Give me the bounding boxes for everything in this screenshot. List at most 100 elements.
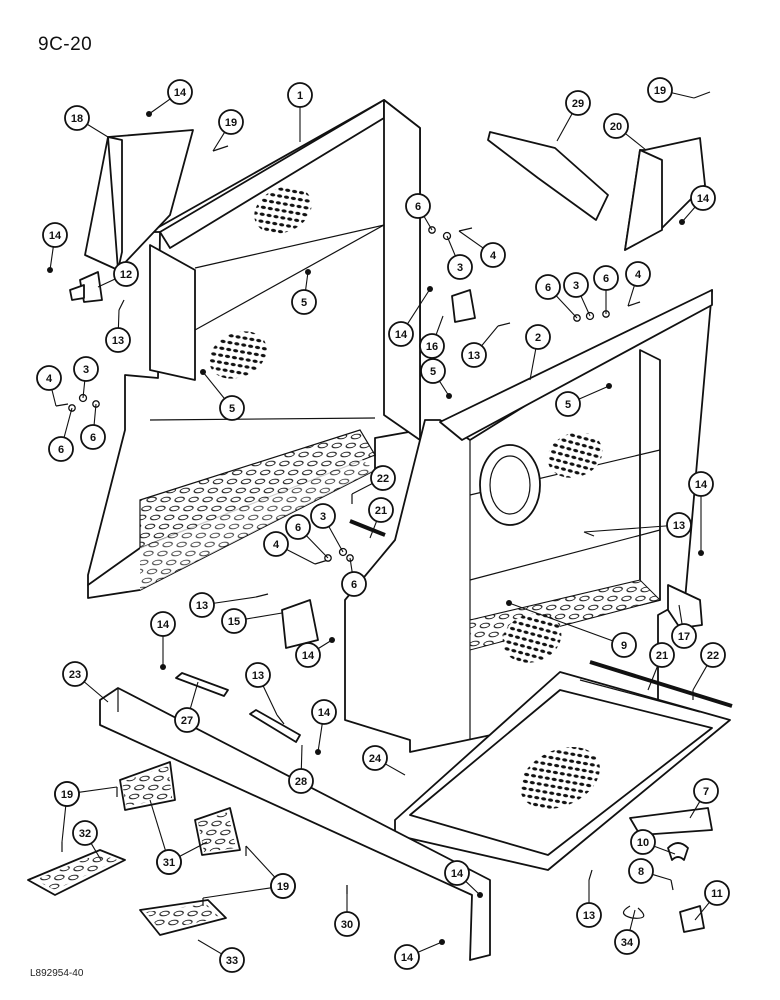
callout-circle (54, 781, 80, 807)
callout-c24: 24 (362, 745, 406, 776)
callout-number: 32 (79, 828, 91, 840)
callout-c6d: 6 (48, 407, 74, 462)
callout-number: 3 (573, 280, 579, 292)
callout-c14g: 14 (295, 639, 333, 668)
leader-line (654, 845, 676, 855)
callout-c19b: 19 (647, 77, 695, 103)
callout-circle (311, 699, 337, 725)
leader-line (556, 113, 573, 142)
callout-number: 12 (120, 269, 132, 281)
callout-c14a: 14 (148, 79, 193, 115)
leader-line (629, 909, 636, 931)
callout-c6e: 6 (80, 403, 106, 450)
leader-line (61, 805, 67, 843)
callout-number: 14 (174, 87, 187, 99)
callout-number: 13 (468, 350, 480, 362)
callout-number: 5 (301, 297, 307, 309)
leader-line (349, 557, 353, 573)
leader-line (305, 271, 309, 291)
callout-c4d: 4 (263, 531, 316, 565)
callout-number: 14 (695, 479, 708, 491)
callout-circle (370, 465, 396, 491)
callout-c19d: 19 (54, 781, 80, 843)
callout-circle (611, 632, 637, 658)
callout-circle (310, 503, 336, 529)
callout-c28: 28 (288, 744, 314, 794)
leader-line (369, 520, 378, 539)
callout-c29: 29 (556, 90, 591, 142)
callout-circle (270, 873, 296, 899)
callout-c3b: 3 (563, 272, 591, 317)
callout-circle (630, 829, 656, 855)
callout-circle (62, 661, 88, 687)
callout-c13f: 13 (576, 880, 602, 928)
callout-c32: 32 (72, 820, 102, 861)
callout-number: 17 (678, 631, 690, 643)
callout-c22b: 22 (692, 642, 726, 691)
callout-circle (690, 185, 716, 211)
leader-line (86, 123, 109, 138)
callout-c20: 20 (603, 113, 647, 151)
part-11-clamp (679, 905, 705, 933)
leader-line (300, 744, 303, 770)
callout-number: 14 (395, 329, 408, 341)
leader-line (286, 548, 316, 565)
callout-c3c: 3 (73, 356, 99, 399)
callout-number: 22 (707, 650, 719, 662)
callout-c13d: 13 (189, 592, 257, 618)
callout-number: 3 (457, 262, 463, 274)
leader-line (317, 723, 323, 753)
callout-number: 5 (430, 366, 436, 378)
callout-circle (649, 642, 675, 668)
callout-circle (405, 193, 431, 219)
leader-line (317, 639, 333, 650)
callout-number: 14 (451, 868, 464, 880)
callout-number: 9 (621, 640, 627, 652)
callout-c21b: 21 (647, 642, 675, 691)
callout-number: 8 (638, 866, 644, 878)
callout-c8: 8 (628, 858, 672, 884)
leader-line (51, 389, 57, 407)
leader-line (93, 403, 97, 426)
callout-number: 11 (711, 888, 723, 900)
leader-line (262, 685, 278, 716)
callout-c18: 18 (64, 105, 109, 138)
callout-circle (113, 261, 139, 287)
callout-number: 22 (377, 473, 389, 485)
fasteners (47, 91, 711, 945)
callout-circle (388, 321, 414, 347)
leader-line (149, 799, 167, 851)
callout-number: 14 (697, 193, 710, 205)
callout-group: 1233334444555566666667891011121313131313… (36, 77, 730, 973)
callout-number: 13 (252, 670, 264, 682)
callout-number: 34 (621, 937, 634, 949)
leader-line (90, 843, 102, 861)
callout-circle (156, 849, 182, 875)
callout-circle (105, 327, 131, 353)
callout-circle (461, 342, 487, 368)
part-21-rod-lower (589, 660, 733, 708)
callout-number: 13 (583, 910, 595, 922)
callout-number: 5 (565, 399, 571, 411)
callout-circle (576, 902, 602, 928)
callout-circle (189, 592, 215, 618)
callout-number: 5 (229, 403, 235, 415)
leader-line (82, 380, 86, 399)
callout-c30: 30 (334, 885, 360, 937)
callout-c13b: 13 (461, 325, 499, 368)
part-32-step-plate (27, 849, 126, 896)
callout-circle (341, 571, 367, 597)
leader-line (49, 246, 54, 271)
leader-line (202, 371, 225, 399)
callout-circle (219, 947, 245, 973)
callout-number: 6 (415, 201, 421, 213)
callout-circle (693, 778, 719, 804)
leader-line (328, 526, 344, 553)
callout-circle (647, 77, 673, 103)
callout-number: 6 (545, 282, 551, 294)
callout-c5d: 5 (555, 385, 610, 417)
callout-c3a: 3 (446, 235, 473, 280)
callout-number: 18 (71, 113, 83, 125)
callout-circle (219, 395, 245, 421)
callout-circle (368, 497, 394, 523)
